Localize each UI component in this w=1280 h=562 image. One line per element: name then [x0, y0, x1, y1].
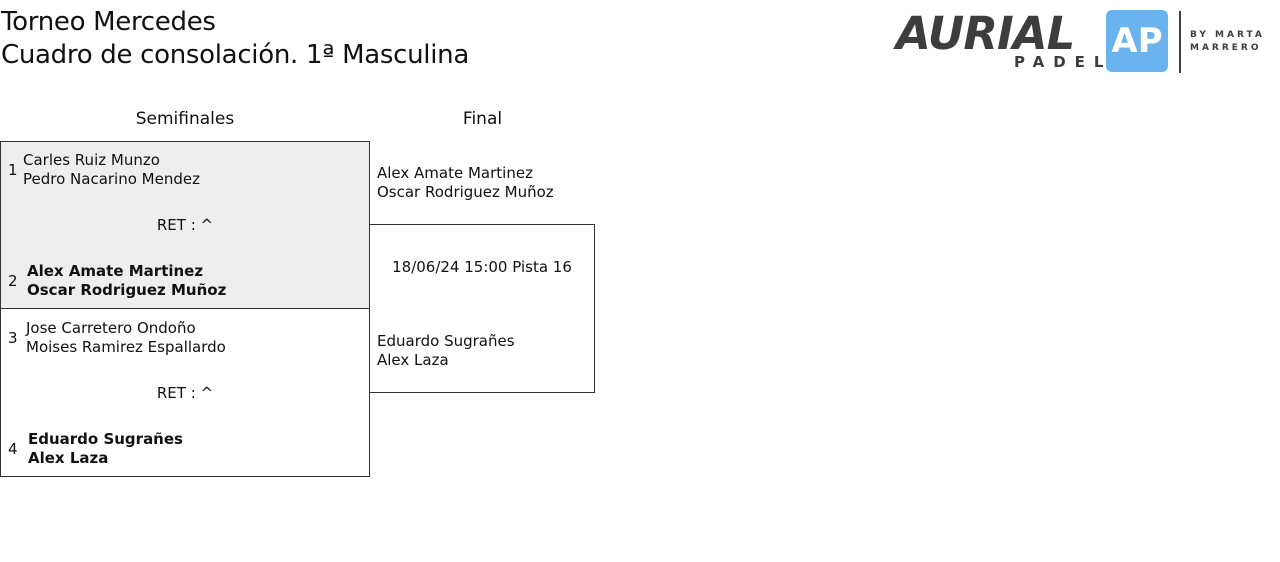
seed: 1 [8, 161, 18, 179]
final-match[interactable]: 18/06/24 15:00 Pista 16 Eduardo Sugrañes… [369, 224, 595, 393]
seed: 3 [8, 329, 18, 347]
match-result: RET : ^ [156, 384, 214, 402]
logo-divider [1179, 11, 1181, 73]
draw-name: Cuadro de consolación. 1ª Masculina [1, 40, 469, 70]
tournament-name: Torneo Mercedes [1, 7, 216, 37]
match-result: RET : ^ [156, 216, 214, 234]
seed: 4 [8, 440, 18, 458]
round-header-semifinales: Semifinales [135, 109, 235, 129]
seed: 2 [8, 272, 18, 290]
round-header-final: Final [462, 109, 503, 129]
logo-badge-icon: AP [1106, 10, 1168, 72]
match-schedule: 18/06/24 15:00 Pista 16 [392, 258, 572, 276]
page-title: Torneo Mercedes Cuadro de consolación. 1… [1, 6, 469, 72]
logo-sub: PADEL [1014, 53, 1113, 71]
logo-brand: AURIAL [896, 7, 1075, 60]
